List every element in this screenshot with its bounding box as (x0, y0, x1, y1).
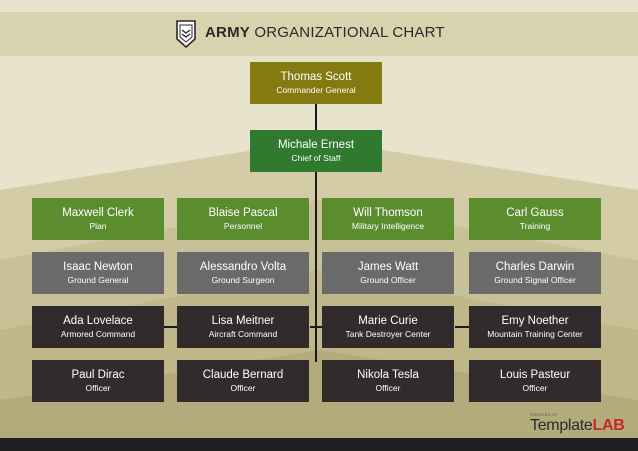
node-role: Aircraft Command (208, 329, 278, 339)
node-role: Plan (89, 221, 107, 231)
node-name: Nikola Tesla (357, 369, 419, 381)
header-band (0, 12, 638, 56)
node-role: Armored Command (60, 329, 136, 339)
node-role: Chief of Staff (291, 153, 341, 163)
node-tank-destroyer-center: Marie Curie Tank Destroyer Center (322, 306, 454, 348)
connector-row3-left (164, 326, 178, 328)
connector-main-vertical (315, 172, 317, 362)
node-armored-command: Ada Lovelace Armored Command (32, 306, 164, 348)
node-personnel: Blaise Pascal Personnel (177, 198, 309, 240)
node-training: Carl Gauss Training (469, 198, 601, 240)
node-ground-surgeon: Alessandro Volta Ground Surgeon (177, 252, 309, 294)
node-plan: Maxwell Clerk Plan (32, 198, 164, 240)
node-officer-4: Louis Pasteur Officer (469, 360, 601, 402)
node-role: Training (519, 221, 551, 231)
army-chevron-shield-icon (176, 20, 196, 48)
node-role: Mountain Training Center (487, 329, 583, 339)
node-role: Officer (375, 383, 401, 393)
node-name: Charles Darwin (495, 261, 575, 273)
node-name: James Watt (357, 261, 419, 273)
node-role: Personnel (223, 221, 263, 231)
node-name: Maxwell Clerk (62, 207, 134, 219)
title-bold: ARMY (205, 24, 250, 41)
node-military-intelligence: Will Thomson Military Intelligence (322, 198, 454, 240)
node-commander-general: Thomas Scott Commander General (250, 62, 382, 104)
connector-commander-chief (315, 104, 317, 130)
node-role: Ground Signal Officer (494, 275, 576, 285)
node-officer-1: Paul Dirac Officer (32, 360, 164, 402)
node-ground-general: Isaac Newton Ground General (32, 252, 164, 294)
title-rest: ORGANIZATIONAL CHART (249, 24, 445, 41)
node-role: Officer (522, 383, 548, 393)
node-name: Alessandro Volta (199, 261, 287, 273)
node-aircraft-command: Lisa Meitner Aircraft Command (177, 306, 309, 348)
node-role: Tank Destroyer Center (345, 329, 431, 339)
brand-created-by: CREATED BY (530, 412, 559, 417)
brand-mark: TemplateLAB (530, 417, 625, 435)
node-name: Thomas Scott (280, 71, 352, 83)
node-role: Ground Officer (360, 275, 416, 285)
page-title: ARMY ORGANIZATIONAL CHART (205, 24, 445, 41)
node-name: Carl Gauss (506, 207, 564, 219)
brand-main: Template (530, 417, 593, 434)
node-officer-2: Claude Bernard Officer (177, 360, 309, 402)
node-role: Military Intelligence (351, 221, 425, 231)
node-role: Ground Surgeon (211, 275, 275, 285)
node-role: Officer (230, 383, 256, 393)
node-name: Michale Ernest (277, 139, 355, 151)
node-officer-3: Nikola Tesla Officer (322, 360, 454, 402)
node-name: Isaac Newton (63, 261, 133, 273)
node-chief-of-staff: Michale Ernest Chief of Staff (250, 130, 382, 172)
brand-accent: LAB (592, 417, 625, 434)
node-role: Ground General (67, 275, 129, 285)
templatelab-logo: CREATED BY TemplateLAB (530, 412, 625, 438)
node-role: Officer (85, 383, 111, 393)
node-name: Claude Bernard (202, 369, 284, 381)
node-ground-signal-officer: Charles Darwin Ground Signal Officer (469, 252, 601, 294)
node-name: Ada Lovelace (63, 315, 133, 327)
node-name: Paul Dirac (71, 369, 125, 381)
node-mountain-training-center: Emy Noether Mountain Training Center (469, 306, 601, 348)
node-name: Emy Noether (501, 315, 569, 327)
footer-bar (0, 438, 638, 451)
node-role: Commander General (276, 85, 356, 95)
node-name: Louis Pasteur (499, 369, 571, 381)
connector-row3-right (455, 326, 469, 328)
node-name: Marie Curie (358, 315, 418, 327)
node-name: Blaise Pascal (208, 207, 278, 219)
node-name: Lisa Meitner (211, 315, 275, 327)
connector-row3-middle (310, 326, 322, 328)
node-name: Will Thomson (353, 207, 423, 219)
node-ground-officer: James Watt Ground Officer (322, 252, 454, 294)
